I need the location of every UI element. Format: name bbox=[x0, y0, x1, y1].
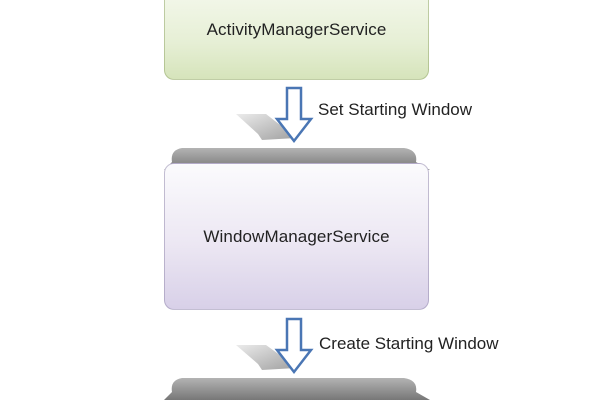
down-arrow-2 bbox=[274, 317, 314, 375]
arrow-shadow-1 bbox=[236, 114, 296, 140]
box-label: ActivityManagerService bbox=[206, 20, 387, 39]
box-label: WindowManagerService bbox=[203, 226, 390, 246]
next-box-top-tab bbox=[164, 378, 430, 400]
down-arrow-1 bbox=[274, 86, 314, 144]
window-manager-service-box: WindowManagerService bbox=[164, 163, 429, 310]
activity-manager-service-box: ActivityManagerService bbox=[164, 0, 429, 80]
arrow-label-create-starting-window: Create Starting Window bbox=[319, 334, 499, 353]
arrow-label-set-starting-window: Set Starting Window bbox=[318, 100, 473, 119]
arrow-shadow-2 bbox=[236, 345, 296, 370]
